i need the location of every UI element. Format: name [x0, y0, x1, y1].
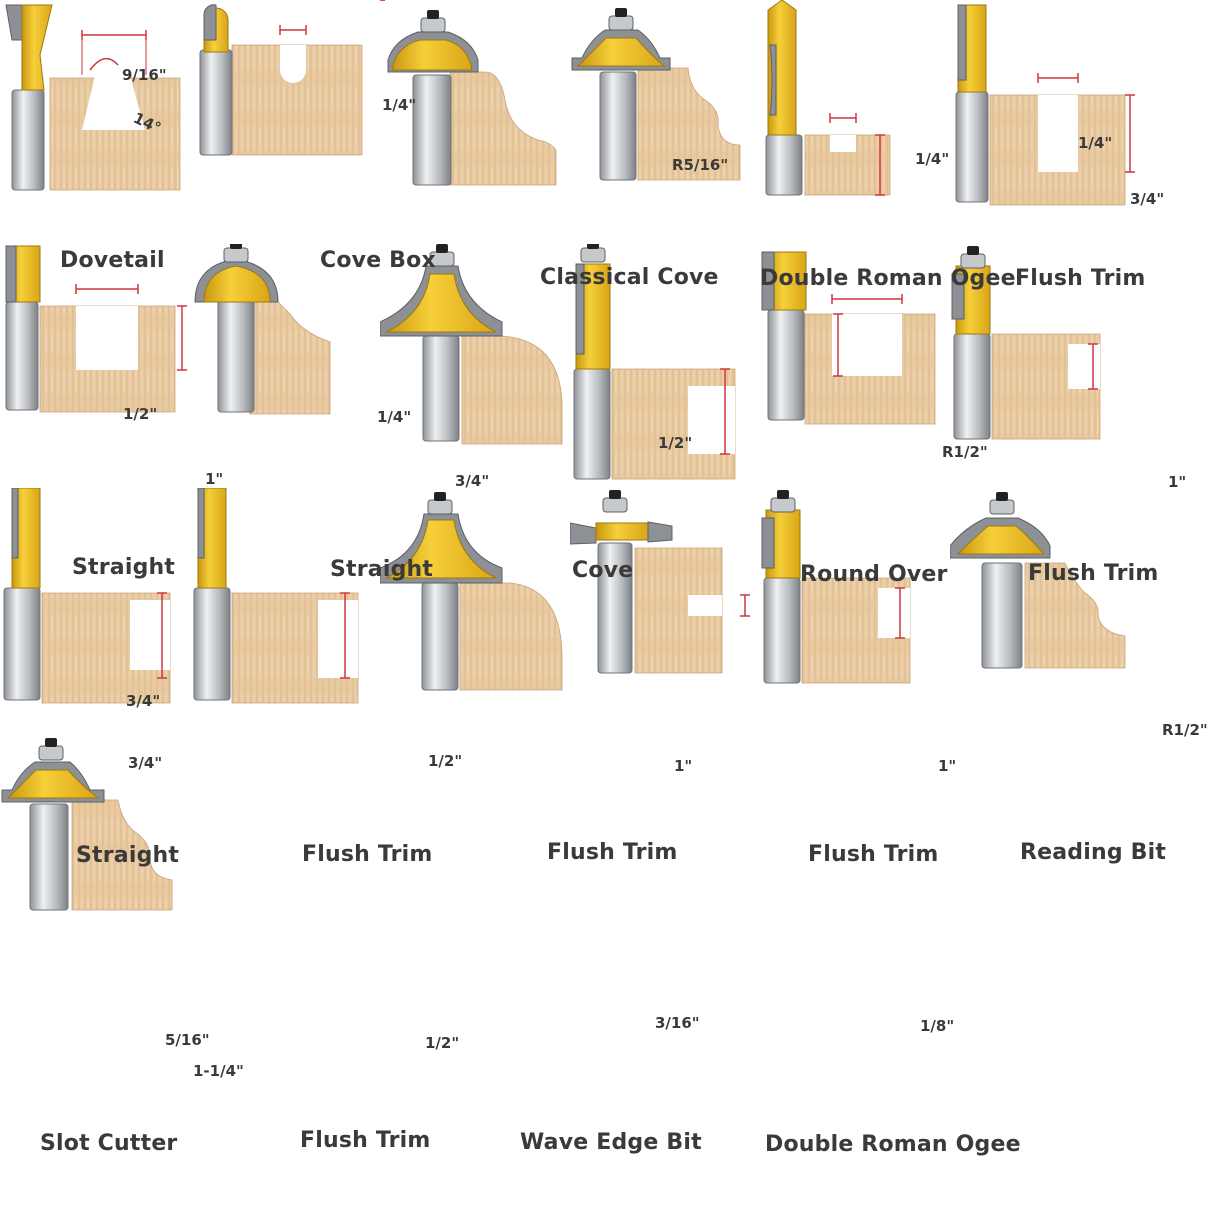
bit-name: Dovetail: [60, 248, 165, 273]
bit-name: Straight: [330, 557, 434, 582]
bit-diagram-14: [193, 487, 359, 704]
bit-diagram-16: [569, 490, 750, 674]
bit-diagram-19: [1, 738, 173, 911]
bit-diagram-3: [375, 0, 557, 186]
bit-diagram-10: [573, 240, 736, 480]
bit-diagram-9: [379, 244, 563, 445]
dimension-label: 1/4": [377, 408, 412, 426]
dimension-label: 1/4": [915, 150, 950, 168]
bit-diagram-7: [5, 245, 187, 413]
bit-diagram-11: [761, 251, 936, 425]
bit-diagram-17: [761, 490, 911, 684]
dimension-label: R5/16": [672, 156, 729, 174]
bit-name: Classical Cove: [540, 265, 719, 290]
dimension-label: 1/2": [658, 434, 693, 452]
dimension-label: 5/16": [165, 1031, 210, 1049]
bit-diagram-18: [949, 492, 1126, 669]
bit-name: Round Over: [800, 562, 948, 587]
dimension-label: 1/4": [382, 96, 417, 114]
bit-name: Cove: [572, 558, 634, 583]
bit-diagram-5: [765, 0, 891, 196]
bit-diagram-1: [5, 4, 181, 191]
bit-name: Flush Trim: [300, 1128, 431, 1153]
bit-name: Flush Trim: [808, 842, 939, 867]
dimension-label: 1/2": [425, 1034, 460, 1052]
bit-diagram-15: [379, 492, 563, 691]
bit-name: Reading Bit: [1020, 840, 1167, 865]
bit-diagram-4: [571, 8, 741, 181]
dimension-label: 1/8": [920, 1017, 955, 1035]
bit-name: Straight: [76, 843, 180, 868]
dimension-label: 3/16": [655, 1014, 700, 1032]
dimension-label: R1/2": [1162, 721, 1208, 739]
bit-diagram-8: [194, 240, 331, 415]
bit-diagram-13: [3, 487, 171, 704]
dimension-label: 1/2": [428, 752, 463, 770]
bit-name: Flush Trim: [302, 842, 433, 867]
bit-name: Flush Trim: [1015, 266, 1146, 291]
bit-name: Flush Trim: [1028, 561, 1159, 586]
bit-name: Wave Edge Bit: [520, 1130, 702, 1155]
bit-diagram-12: [951, 246, 1101, 440]
dimension-label: 1": [205, 470, 224, 488]
dimension-label: 3/4": [128, 754, 163, 772]
dimension-label: R1/2": [942, 443, 988, 461]
dimension-label: 1/2": [123, 405, 158, 423]
dimension-label: 1": [1168, 473, 1187, 491]
dimension-label: 3/4": [126, 692, 161, 710]
dimension-label: 3/4": [1130, 190, 1165, 208]
dimension-label: 3/4": [455, 472, 490, 490]
bit-name: Slot Cutter: [40, 1131, 178, 1156]
bit-diagram-6: [955, 4, 1135, 206]
dimension-label: 9/16": [122, 66, 167, 84]
bit-name: Flush Trim: [547, 840, 678, 865]
dimension-label: 1": [938, 757, 957, 775]
dimension-label: 1-1/4": [193, 1062, 244, 1080]
bit-name: Double Roman Ogee: [765, 1132, 1021, 1157]
bit-diagram-2: [199, 4, 363, 156]
bit-name: Cove Box: [320, 248, 436, 273]
dimension-label: 1/4": [1078, 134, 1113, 152]
bit-name: Straight: [72, 555, 176, 580]
dimension-label: 1": [674, 757, 693, 775]
bit-name: Double Roman Ogee: [760, 266, 1016, 291]
